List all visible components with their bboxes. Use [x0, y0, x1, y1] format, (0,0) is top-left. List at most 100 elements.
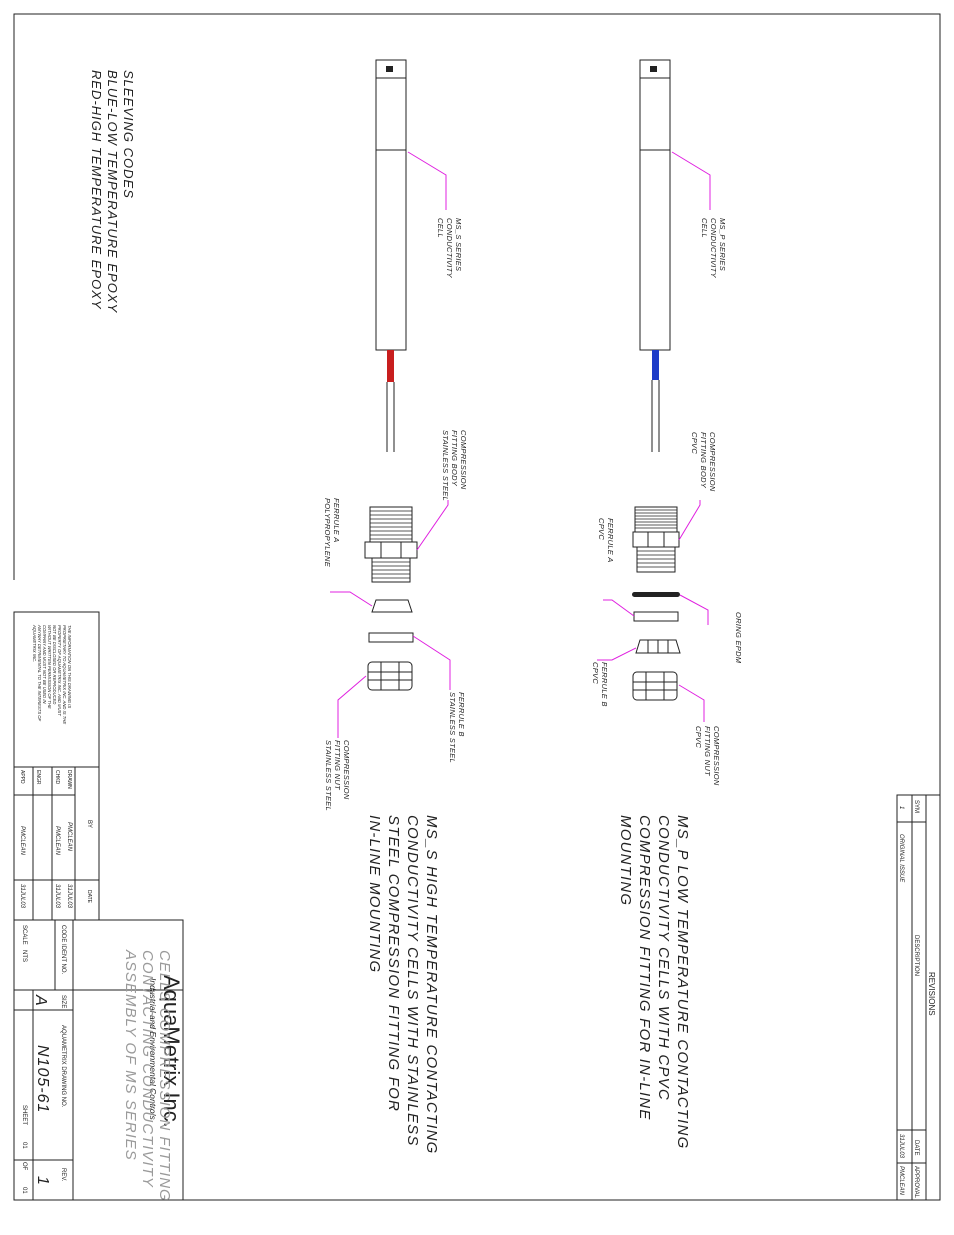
- signoff-by: PMCLEAN: [19, 826, 25, 856]
- ms-p-description: MS_P LOW TEMPERATURE CONTACTING CONDUCTI…: [617, 815, 691, 1149]
- of-label: OF: [21, 1162, 27, 1171]
- svg-text:CONDUCTIVITY CELLS WITH STAINL: CONDUCTIVITY CELLS WITH STAINLESS: [404, 815, 421, 1147]
- ms-s-description: MS_S HIGH TEMPERATURE CONTACTING CONDUCT…: [366, 815, 440, 1155]
- rev-row-date: 31JUL03: [898, 1134, 904, 1159]
- signoff-date: 31JUL03: [54, 884, 60, 909]
- sleeving-codes-note: SLEEVING CODES BLUE-LOW TEMPERATURE EPOX…: [89, 70, 136, 314]
- svg-text:CELLS COMPRESSION FITTING: CELLS COMPRESSION FITTING: [156, 950, 173, 1202]
- ms-s-fitting-body: [364, 506, 418, 583]
- svg-text:CELL: CELL: [700, 218, 709, 238]
- ms-p-fitting-nut-callout: COMPRESSION FITTING NUT CPVC: [694, 726, 721, 786]
- ms-p-ferrule-b-callout: FERRULE B CPVC: [591, 662, 609, 707]
- ms-p-fitting-nut: [632, 671, 678, 701]
- rev-value: 1: [34, 1176, 51, 1185]
- drawing-title: ASSEMBLY OF MS SERIES CONTACTING CONDUCT…: [122, 949, 173, 1202]
- ms-p-ferrule-b: [635, 639, 681, 654]
- ms-p-oring-callout: ORING EPDM: [734, 612, 743, 664]
- red-sleeve: [387, 350, 394, 382]
- company-tagline: Industrial and Environmental Controls: [148, 978, 158, 1120]
- size-value: A: [32, 994, 49, 1006]
- svg-text:COMPRESSION: COMPRESSION: [342, 740, 351, 800]
- rev-header-sym: SYM: [913, 800, 919, 813]
- sleeving-codes-line: BLUE-LOW TEMPERATURE EPOXY: [105, 70, 120, 314]
- revisions-block: REVISIONS SYM DESCRIPTION DATE APPROVAL …: [896, 794, 941, 1201]
- rev-row-sym: 1: [898, 806, 904, 809]
- svg-text:MS_S HIGH TEMPERATURE CONTACTI: MS_S HIGH TEMPERATURE CONTACTING: [423, 815, 440, 1155]
- svg-text:MS_S SERIES: MS_S SERIES: [454, 218, 463, 271]
- svg-text:MS_P LOW TEMPERATURE CONTACTIN: MS_P LOW TEMPERATURE CONTACTING: [674, 815, 691, 1149]
- svg-text:CPVC: CPVC: [694, 726, 703, 748]
- rev-label: REV.: [60, 1168, 66, 1182]
- ms-s-cell-callout: MS_S SERIES CONDUCTIVITY CELL: [436, 218, 463, 279]
- svg-text:WITHOUT WRITTEN PERMISSION OF: WITHOUT WRITTEN PERMISSION OF THE: [47, 625, 52, 709]
- ms-s-ferrule-b: [368, 632, 414, 643]
- svg-text:ANYWAY DETRIMENTAL TO THE INTE: ANYWAY DETRIMENTAL TO THE INTERESTS OF: [37, 624, 42, 722]
- size-label: SIZE: [60, 995, 66, 1008]
- svg-text:PROPRIETARY TO AQUAMETRIX INC.: PROPRIETARY TO AQUAMETRIX INC. AND IS TH…: [62, 625, 67, 724]
- rev-header-date: DATE: [913, 1140, 919, 1156]
- svg-text:COMPRESSION: COMPRESSION: [712, 726, 721, 786]
- of-value: 01: [21, 1187, 27, 1194]
- signoff-role: APPD: [19, 770, 25, 784]
- svg-text:FITTING NUT: FITTING NUT: [703, 726, 712, 777]
- company-name: AquaMetrix Inc.: [159, 975, 184, 1128]
- code-ident-label: CODE IDENT NO.: [60, 925, 66, 975]
- scale-value: NTS: [21, 950, 27, 962]
- svg-text:THE INFORMATION ON THIS DRAWIN: THE INFORMATION ON THIS DRAWING IS: [67, 625, 72, 708]
- svg-text:CONDUCTIVITY CELLS WITH CPVC: CONDUCTIVITY CELLS WITH CPVC: [655, 815, 672, 1101]
- svg-text:STAINLESS STEEL: STAINLESS STEEL: [324, 740, 333, 811]
- signoff-by: PMCLEAN: [66, 822, 72, 852]
- ms-p-fitting-body-callout: COMPRESSION FITTING BODY CPVC: [690, 432, 717, 492]
- svg-text:COMPRESSION FITTING FOR IN-LIN: COMPRESSION FITTING FOR IN-LINE: [636, 815, 653, 1121]
- svg-text:COMPRESSION: COMPRESSION: [708, 432, 717, 492]
- svg-text:CPVC: CPVC: [690, 432, 699, 454]
- svg-text:POLYPROPYLENE: POLYPROPYLENE: [323, 498, 332, 568]
- svg-text:ASSEMBLY OF MS SERIES: ASSEMBLY OF MS SERIES: [122, 949, 139, 1161]
- signoff-role: DRAWN: [66, 770, 72, 789]
- svg-text:CELL: CELL: [436, 218, 445, 238]
- svg-text:CONTACTING CONDUCTIVITY: CONTACTING CONDUCTIVITY: [139, 950, 156, 1188]
- svg-text:CONDUCTIVITY: CONDUCTIVITY: [445, 218, 454, 279]
- signoff-date: 31JUL03: [66, 884, 72, 909]
- svg-text:IN-LINE MOUNTING: IN-LINE MOUNTING: [366, 815, 383, 973]
- signoff-date-header: DATE: [86, 890, 92, 904]
- svg-text:FITTING BODY: FITTING BODY: [699, 432, 708, 489]
- rev-row-approval: PMCLEAN: [898, 1166, 904, 1196]
- svg-text:CONDUCTIVITY: CONDUCTIVITY: [709, 218, 718, 279]
- svg-text:CPVC: CPVC: [597, 518, 606, 540]
- svg-text:FITTING BODY: FITTING BODY: [450, 430, 459, 487]
- svg-text:COMPANY AND MUST NOT BE USED I: COMPANY AND MUST NOT BE USED IN: [42, 625, 47, 705]
- revisions-title: REVISIONS: [927, 972, 936, 1016]
- svg-text:ORING EPDM: ORING EPDM: [734, 612, 743, 664]
- ms-s-cell: [375, 59, 407, 452]
- ms-p-ferrule-a: [633, 611, 679, 622]
- sheet-value: 01: [21, 1142, 27, 1149]
- ms-s-fitting-nut-callout: COMPRESSION FITTING NUT STAINLESS STEEL: [324, 740, 351, 811]
- svg-text:PROPERTY OF AQUAMETRIX INC. AN: PROPERTY OF AQUAMETRIX INC. AND MUST: [57, 625, 62, 716]
- svg-text:MOUNTING: MOUNTING: [617, 815, 634, 906]
- scale-label: SCALE: [21, 925, 27, 945]
- signoff-role: CHKD: [54, 770, 60, 785]
- ms-s-fitting-body-callout: COMPRESSION FITTING BODY STAINLESS STEEL: [441, 430, 468, 501]
- svg-text:STEEL COMPRESSION FITTING FOR: STEEL COMPRESSION FITTING FOR: [385, 815, 402, 1112]
- title-block: AquaMetrix Inc. Industrial and Environme…: [13, 919, 184, 1202]
- svg-text:STAINLESS STEEL: STAINLESS STEEL: [448, 692, 457, 763]
- ms-s-ferrule-b-callout: FERRULE B STAINLESS STEEL: [448, 692, 466, 763]
- ms-p-ferrule-a-callout: FERRULE A CPVC: [597, 518, 615, 563]
- svg-text:FERRULE A: FERRULE A: [606, 518, 615, 563]
- ms-p-oring: [632, 592, 680, 597]
- ms-p-cell: [639, 59, 671, 452]
- signoff-role: ENGR: [35, 770, 41, 785]
- sleeving-codes-line: RED-HIGH TEMPERATURE EPOXY: [89, 70, 104, 310]
- drawing-number: N105-61: [34, 1045, 51, 1113]
- ms-s-ferrule-a: [371, 599, 413, 613]
- ms-s-ferrule-a-callout: FERRULE A POLYPROPYLENE: [323, 498, 341, 568]
- rev-header-description: DESCRIPTION: [913, 935, 919, 976]
- svg-text:FITTING NUT: FITTING NUT: [333, 740, 342, 791]
- proprietary-notice: THE INFORMATION ON THIS DRAWING IS PROPR…: [32, 624, 72, 724]
- rev-header-approval: APPROVAL: [913, 1166, 919, 1199]
- drawing-no-label: AQUAMETRIX DRAWING NO.: [60, 1025, 66, 1108]
- svg-text:FERRULE B: FERRULE B: [600, 662, 609, 707]
- signoff-by: PMCLEAN: [54, 826, 60, 856]
